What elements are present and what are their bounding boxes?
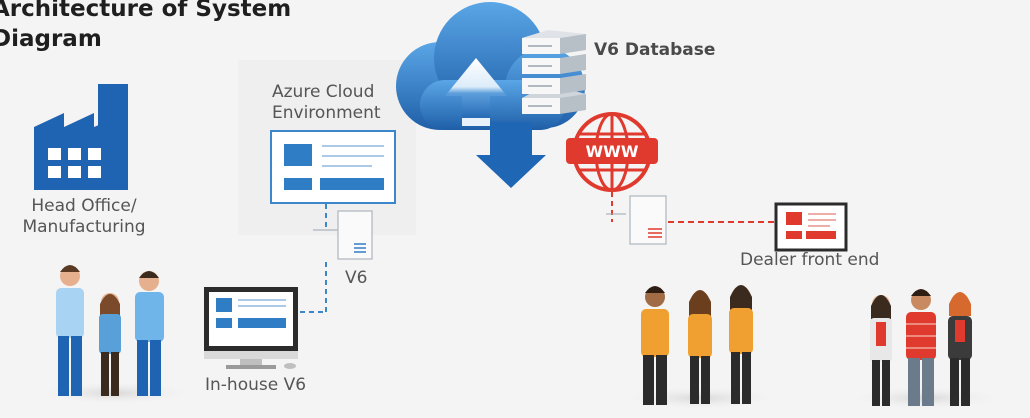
azure-label-line-1: Azure Cloud [272, 82, 375, 102]
dealer-server-icon [629, 195, 667, 245]
inhouse-label: In-house V6 [205, 375, 307, 395]
factory-icon [34, 84, 128, 190]
person-icon [948, 292, 972, 406]
dealer-tablet-icon [774, 202, 848, 252]
head-office-label-line-1: Head Office/ [31, 196, 137, 216]
azure-label-line-2: Environment [272, 103, 381, 123]
v6-server-label: V6 [345, 268, 368, 288]
head-office-label: Head Office/ Manufacturing [19, 196, 149, 238]
people-group-head-office [56, 265, 164, 396]
people-group-customers [870, 289, 972, 406]
dealer-connection-line [606, 192, 776, 223]
www-label: WWW [586, 142, 639, 161]
person-icon [688, 290, 712, 404]
person-icon [729, 285, 753, 404]
head-office-label-line-2: Manufacturing [22, 217, 146, 237]
person-icon [135, 271, 164, 396]
database-icon [522, 30, 586, 114]
title-line-2: Diagram [0, 26, 102, 52]
database-label: V6 Database [594, 40, 716, 60]
sync-arrow-icon [445, 58, 546, 188]
inhouse-connection-line [300, 204, 338, 313]
monitor-icon [204, 287, 298, 369]
dealer-label: Dealer front end [740, 250, 880, 270]
people-group-dealer-staff [641, 285, 753, 405]
person-icon [906, 289, 936, 406]
azure-window-icon [270, 130, 396, 204]
globe-www-icon: WWW [566, 112, 658, 192]
person-icon [99, 293, 121, 396]
v6-server-icon [337, 210, 373, 260]
diagram-title: Architecture of System Diagram [0, 0, 291, 54]
person-icon [56, 265, 84, 396]
person-icon [641, 286, 669, 405]
azure-label: Azure Cloud Environment [272, 82, 381, 124]
title-line-1: Architecture of System [0, 0, 292, 22]
person-icon [870, 295, 892, 406]
